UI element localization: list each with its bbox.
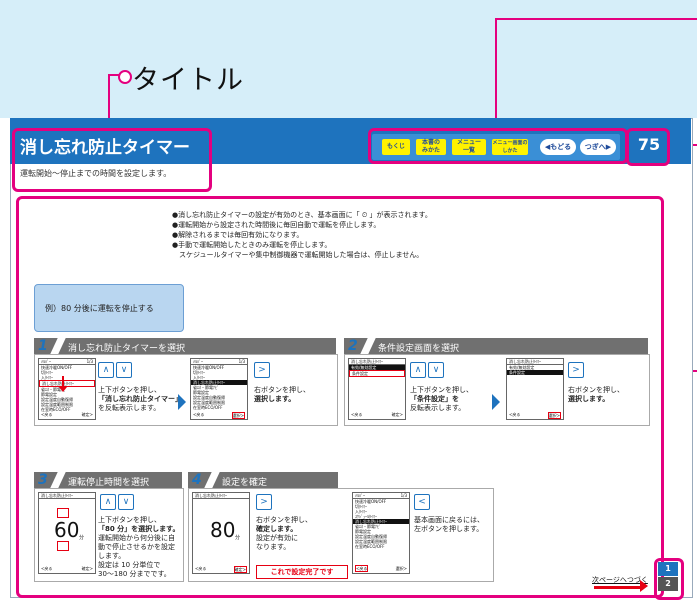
right-button-icon: >: [256, 494, 272, 510]
down-button-icon: ∨: [116, 362, 132, 378]
step-4a-description: 右ボタンを押し、確定します。設定が有効になります。: [256, 516, 312, 551]
step-3-number: 3: [38, 472, 48, 488]
step-4-number: 4: [192, 472, 202, 488]
step-1-label: 消し忘れ防止タイマーを選択: [68, 344, 186, 354]
nav-next-button[interactable]: つぎへ▶: [580, 139, 616, 155]
next-page-link[interactable]: 次ページへつづく: [592, 576, 648, 584]
minutes-final-value: 80: [210, 518, 236, 542]
nav-howto-button[interactable]: 本書の みかた: [416, 139, 446, 155]
callout-line: [495, 18, 697, 20]
page-tab-2[interactable]: 2: [658, 577, 678, 591]
step-2-label: 条件設定画面を選択: [378, 344, 460, 354]
up-button-icon: ∧: [98, 362, 114, 378]
step-2b-description: 右ボタンを押し、選択します。: [568, 386, 624, 403]
chevron-right-icon: ▶: [605, 143, 612, 151]
right-button-icon: >: [568, 362, 584, 378]
minutes-unit: 分: [79, 535, 85, 541]
step-3-box: [34, 488, 184, 582]
callout-line: [108, 74, 110, 132]
next-arrow-icon: [640, 580, 648, 592]
up-button-icon: ∧: [100, 494, 116, 510]
minutes-value: 60: [54, 518, 80, 542]
down-button-icon: ∨: [428, 362, 444, 378]
step-4b-description: 基本画面に戻るには、左ボタンを押します。: [414, 516, 484, 533]
step-3a-description: 上下ボタンを押し、「80 分」を選択します。運転開始から何分後に自動で停止させる…: [98, 516, 180, 578]
lcd-timer-screen: 消し忘れ防止ﾀｲﾏｰ 有効/無効設定 条件設定 <戻る確定>: [348, 358, 406, 420]
step-3-header: [34, 472, 182, 488]
step-1-number: 1: [38, 338, 48, 354]
minutes-final-unit: 分: [235, 535, 241, 541]
step-2-header: [344, 338, 648, 354]
nav-contents-button[interactable]: もくじ: [382, 139, 410, 155]
step-4-label: 設定を確定: [222, 478, 268, 488]
down-button-icon: ∨: [118, 494, 134, 510]
body-highlight: [16, 196, 664, 598]
step-2-number: 2: [348, 338, 358, 354]
nav-back-button[interactable]: ◀もどる: [540, 139, 576, 155]
lcd-minutes-screen: 消し忘れ防止ﾀｲﾏｰ <戻る確定>: [38, 492, 96, 574]
down-indicator-highlight: [57, 541, 69, 551]
up-button-icon: ∧: [410, 362, 426, 378]
red-arrow: [62, 376, 64, 388]
step-4-header: [188, 472, 338, 488]
step-2-box: [344, 354, 650, 426]
example-box: 例）80 分後に運転を停止する: [34, 284, 184, 332]
lcd-confirm-screen: 消し忘れ防止ﾀｲﾏｰ <戻る確定>: [192, 492, 250, 574]
right-button-icon: >: [254, 362, 270, 378]
step-arrow-icon: [492, 394, 500, 410]
setting-complete-label: これで設定完了です: [256, 565, 348, 579]
page-tabs-highlight: [654, 558, 684, 600]
page-tab-1[interactable]: 1: [658, 562, 678, 576]
lcd-timer-selected-screen: 消し忘れ防止ﾀｲﾏｰ 有効/無効設定 条件設定 <戻る選択>: [506, 358, 564, 420]
page-number: 75: [634, 133, 664, 157]
step-4-box: [188, 488, 494, 582]
callout-circle: [118, 70, 132, 84]
next-page-arrow: [594, 586, 644, 589]
step-2a-description: 上下ボタンを押し、「条件設定」を反転表示します。: [410, 386, 473, 412]
step-1-box: [34, 354, 338, 426]
callout-line: [495, 18, 497, 130]
step-arrow-icon: [178, 394, 186, 410]
callout-line: [108, 74, 120, 76]
page-subtitle: 運転開始〜停止までの時間を設定します。: [20, 169, 172, 178]
nav-menu-screen-button[interactable]: メニュー画面の しかた: [492, 139, 528, 155]
up-indicator-highlight: [57, 508, 69, 518]
step-3-label: 運転停止時間を選択: [68, 478, 150, 488]
intro-notes: ●消し忘れ防止タイマーの設定が有効のとき、基本画面に「 ⏲ 」が表示されます。 …: [172, 211, 432, 259]
chevron-left-icon: ◀: [544, 143, 551, 151]
callout-title: タイトル: [132, 65, 244, 96]
page-title: 消し忘れ防止タイマー: [20, 138, 190, 158]
page-number-highlight: [626, 128, 670, 166]
step-1a-description: 上下ボタンを押し、「消し忘れ防止タイマー」を反転表示します。: [98, 386, 182, 412]
step-1b-description: 右ボタンを押し、選択します。: [254, 386, 310, 403]
step-1-header: [34, 338, 336, 354]
nav-menu-list-button[interactable]: メニュー 一覧: [452, 139, 486, 155]
left-button-icon: <: [414, 494, 430, 510]
red-arrowhead: [59, 387, 67, 392]
title-highlight: [12, 128, 212, 192]
